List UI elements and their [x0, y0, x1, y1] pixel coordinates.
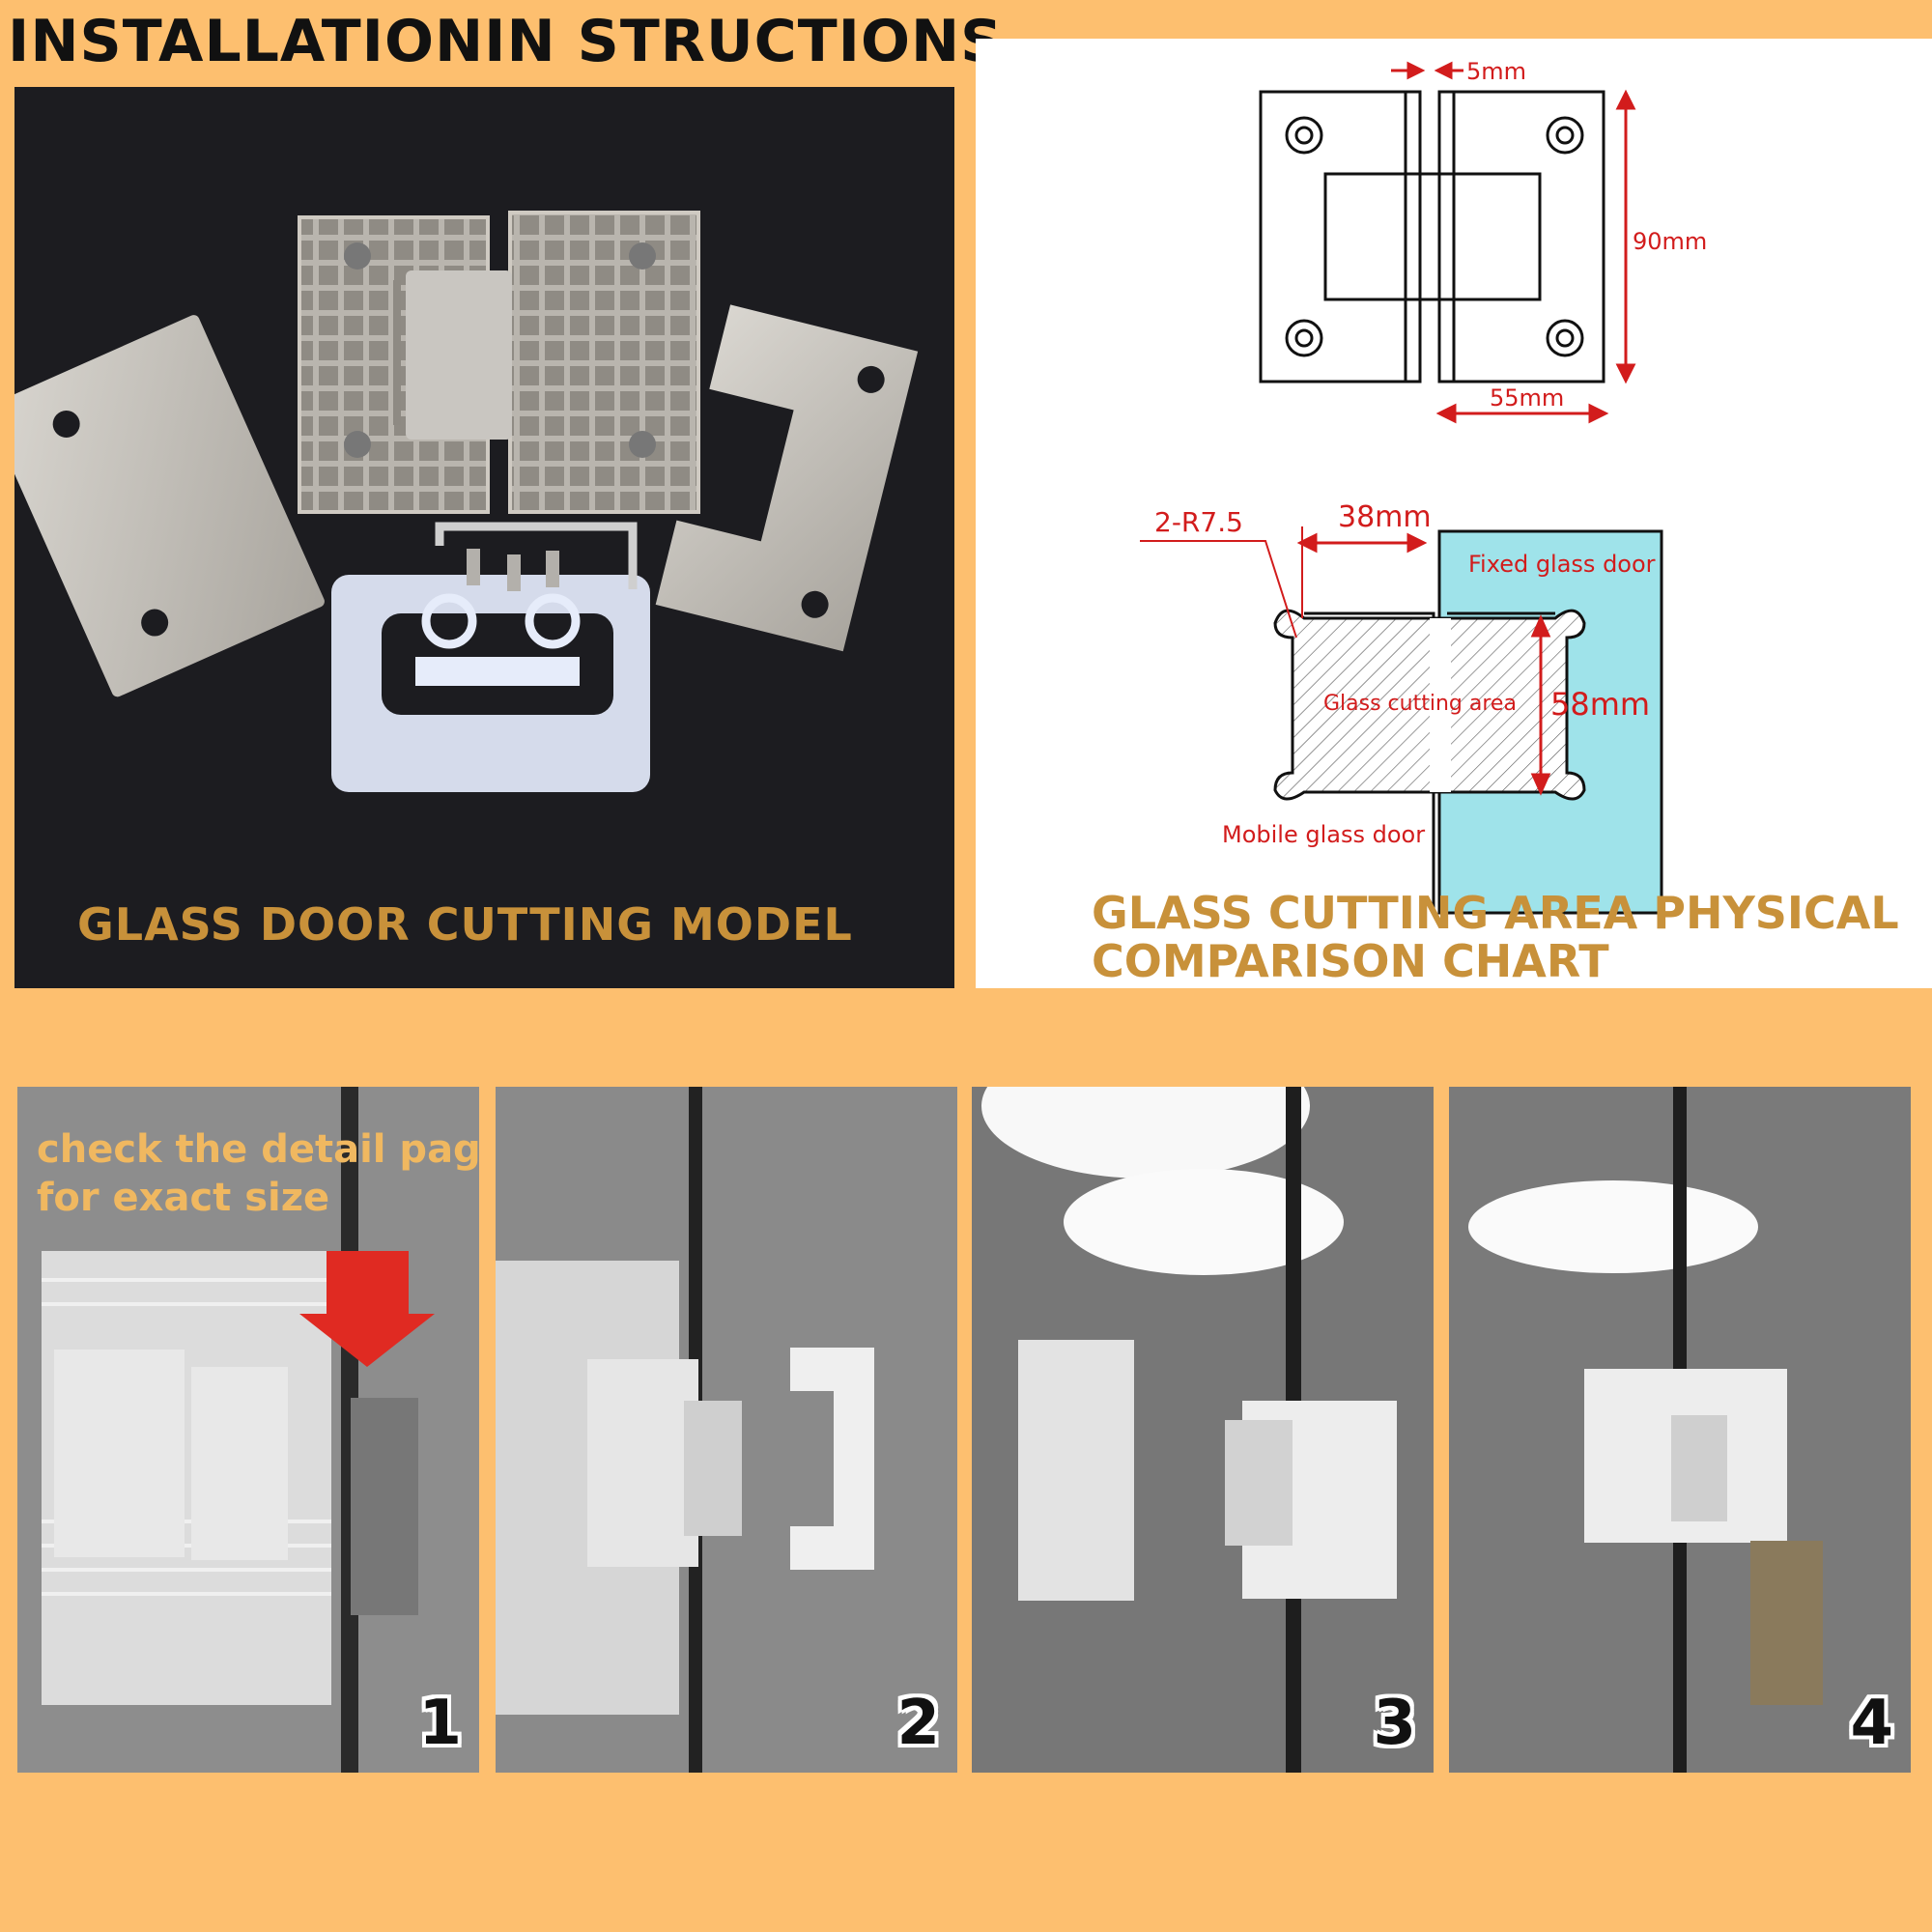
chart-caption-line1: GLASS CUTTING AREA PHYSICAL	[1092, 887, 1899, 939]
arrow-down-icon	[299, 1251, 435, 1367]
gap-dimension-label: 5mm	[1466, 58, 1526, 85]
page-title: INSTALLATIONIN STRUCTIONS	[8, 8, 1004, 75]
step-2-number: 2	[896, 1688, 940, 1759]
header-banner	[0, 0, 1029, 87]
step-4-panel: 4	[1449, 1087, 1911, 1773]
step-4-illustration	[1449, 1087, 1911, 1773]
step-1-illustration	[17, 1087, 479, 1773]
dimension-diagram: 5mm 90mm 55mm 2-R7.5 38mm 58mm Fixed gla…	[976, 39, 1932, 988]
chart-caption: GLASS CUTTING AREA PHYSICAL COMPARISON C…	[1092, 889, 1899, 985]
hinge-parts-photo	[14, 87, 954, 988]
step-1-number: 1	[418, 1688, 462, 1759]
cutting-area-label: Glass cutting area	[1323, 692, 1517, 716]
step-1-note-line1: check the detail page	[37, 1127, 479, 1172]
hinge-diagram: 5mm 90mm 55mm 2-R7.5 38mm 58mm Fixed gla…	[1140, 58, 1707, 915]
step-4-number: 4	[1850, 1688, 1893, 1759]
step-1-note: check the detail page for exact size	[37, 1125, 479, 1222]
step-1-note-line2: for exact size	[37, 1176, 330, 1220]
fixed-glass-label: Fixed glass door	[1468, 551, 1656, 578]
step-2-panel: 2	[496, 1087, 957, 1773]
step-3-number: 3	[1373, 1688, 1416, 1759]
step-3-panel: 3	[972, 1087, 1434, 1773]
step-1-panel: check the detail page for exact size 1	[17, 1087, 479, 1773]
photo-caption: GLASS DOOR CUTTING MODEL	[77, 898, 853, 951]
step-2-illustration	[496, 1087, 957, 1773]
cut-width-label: 38mm	[1338, 500, 1432, 534]
hinge-parts-illustration	[14, 211, 919, 792]
cut-height-label: 58mm	[1550, 686, 1650, 723]
banner-shape	[0, 0, 1029, 87]
mobile-glass-label: Mobile glass door	[1222, 821, 1425, 848]
height-dimension-label: 90mm	[1633, 228, 1707, 255]
radius-label: 2-R7.5	[1154, 506, 1243, 538]
chart-caption-line2: COMPARISON CHART	[1092, 935, 1609, 987]
width-dimension-label: 55mm	[1490, 384, 1564, 412]
hinge-outline	[1259, 90, 1605, 384]
step-3-illustration	[972, 1087, 1434, 1773]
cutting-area	[1273, 609, 1586, 801]
